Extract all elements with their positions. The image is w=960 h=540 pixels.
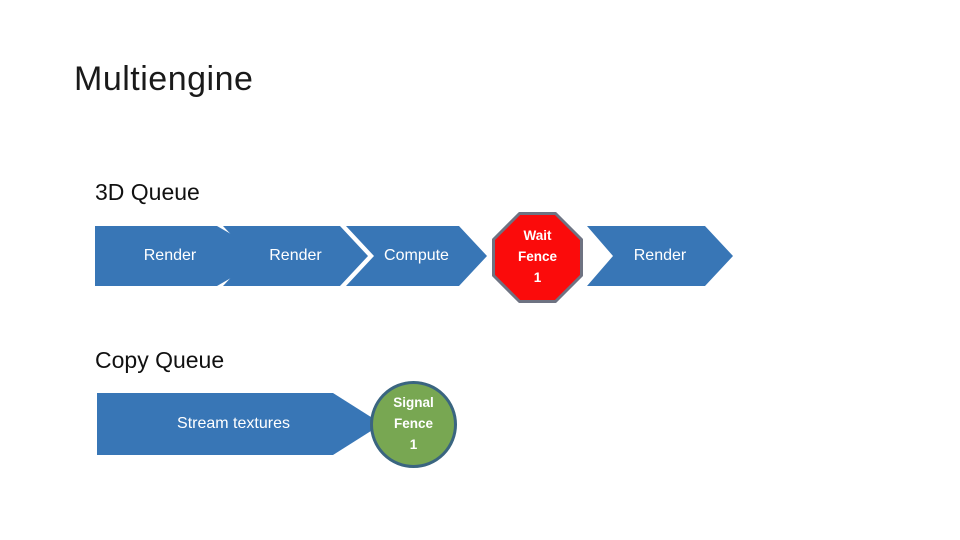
queue-label-copy: Copy Queue bbox=[95, 347, 225, 373]
shape-chevron-render-3: Render bbox=[587, 226, 733, 286]
chevron-render-3-label: Render bbox=[633, 247, 687, 264]
wait-fence-label: Wait Fence 1 bbox=[517, 228, 558, 285]
signal-fence-label: Signal Fence 1 bbox=[393, 395, 434, 452]
shape-signal-fence-circle: Signal Fence 1 bbox=[370, 381, 457, 468]
chevron-render-2-label: Render bbox=[269, 247, 322, 264]
slide-title: Multiengine bbox=[74, 60, 254, 98]
octagon-stop-icon bbox=[492, 212, 583, 303]
shape-wait-fence-octagon: Wait Fence 1 bbox=[492, 212, 583, 303]
queue-label-3d: 3D Queue bbox=[95, 179, 200, 205]
stream-textures-label: Stream textures bbox=[177, 415, 290, 432]
shape-arrow-stream-textures: Stream textures bbox=[97, 393, 382, 455]
chevron-render-1-label: Render bbox=[143, 247, 197, 264]
chevron-compute-label: Compute bbox=[384, 247, 449, 264]
